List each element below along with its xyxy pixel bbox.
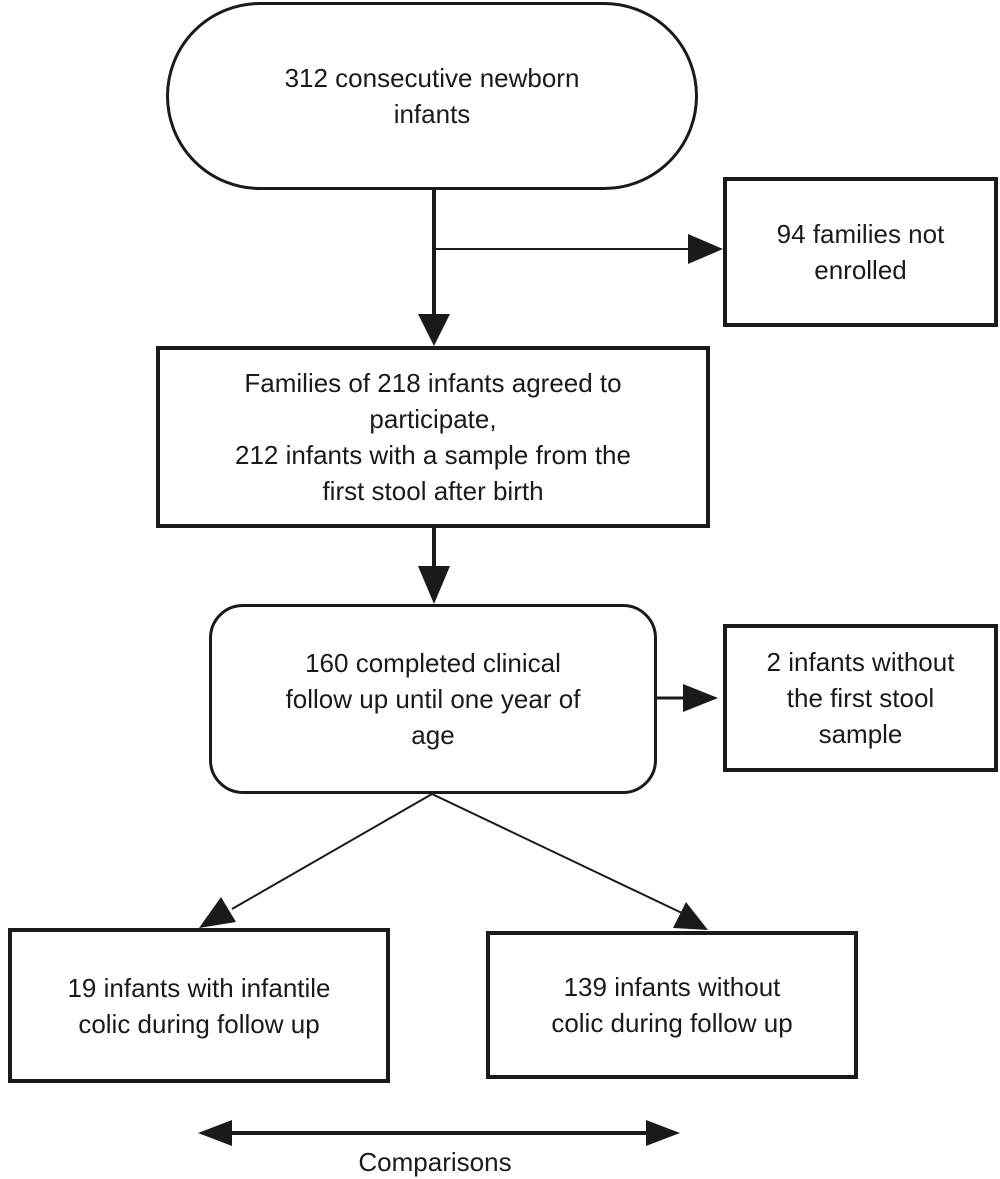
no-colic-group-box: 139 infants without colic during follow …	[486, 931, 858, 1079]
start-node-line: infants	[393, 99, 471, 129]
agreed-line: 212 infants with a sample from the	[235, 440, 631, 470]
arrowhead-to-no-stool	[683, 684, 718, 712]
agreed-line: participate,	[369, 404, 497, 434]
arrowhead-to-colic	[199, 897, 236, 928]
start-terminal-node: 312 consecutive newborn infants	[166, 2, 698, 190]
not-enrolled-line: 94 families not	[776, 219, 945, 249]
followup-line: follow up until one year of	[285, 684, 581, 714]
connector-followup-to-colic	[231, 793, 433, 910]
no-stool-line: the first stool	[786, 683, 935, 713]
followup-line: age	[411, 720, 455, 750]
no-colic-line: colic during follow up	[551, 1008, 793, 1038]
arrowhead-to-no-colic	[673, 902, 708, 930]
followup-line: 160 completed clinical	[305, 648, 561, 678]
no-stool-line: 2 infants without	[766, 647, 955, 677]
colic-line: colic during follow up	[78, 1008, 320, 1039]
colic-group-box: 19 infants with infantile colic during f…	[8, 928, 390, 1083]
agreed-line: Families of 218 infants agreed to	[244, 368, 622, 398]
comparisons-label: Comparisons	[358, 1147, 512, 1177]
no-stool-sample-box: 2 infants without the first stool sample	[723, 624, 998, 772]
comparisons-arrowhead-right	[646, 1120, 680, 1146]
connector-followup-to-no-colic	[431, 793, 685, 915]
no-stool-line: sample	[818, 719, 903, 749]
agreed-participate-box: Families of 218 infants agreed to partic…	[156, 346, 710, 528]
arrowhead-to-followup	[418, 566, 450, 604]
not-enrolled-box: 94 families not enrolled	[723, 177, 998, 327]
agreed-line: first stool after birth	[322, 476, 544, 506]
start-node-line: 312 consecutive newborn	[284, 63, 580, 93]
followup-completed-box: 160 completed clinical follow up until o…	[209, 604, 657, 794]
comparisons-arrowhead-left	[198, 1120, 232, 1146]
arrowhead-to-not-enrolled	[688, 234, 723, 264]
not-enrolled-line: enrolled	[814, 255, 907, 285]
no-colic-line: 139 infants without	[563, 972, 781, 1002]
arrowhead-to-agreed	[418, 314, 450, 346]
colic-line: 19 infants with infantile	[67, 972, 331, 1003]
